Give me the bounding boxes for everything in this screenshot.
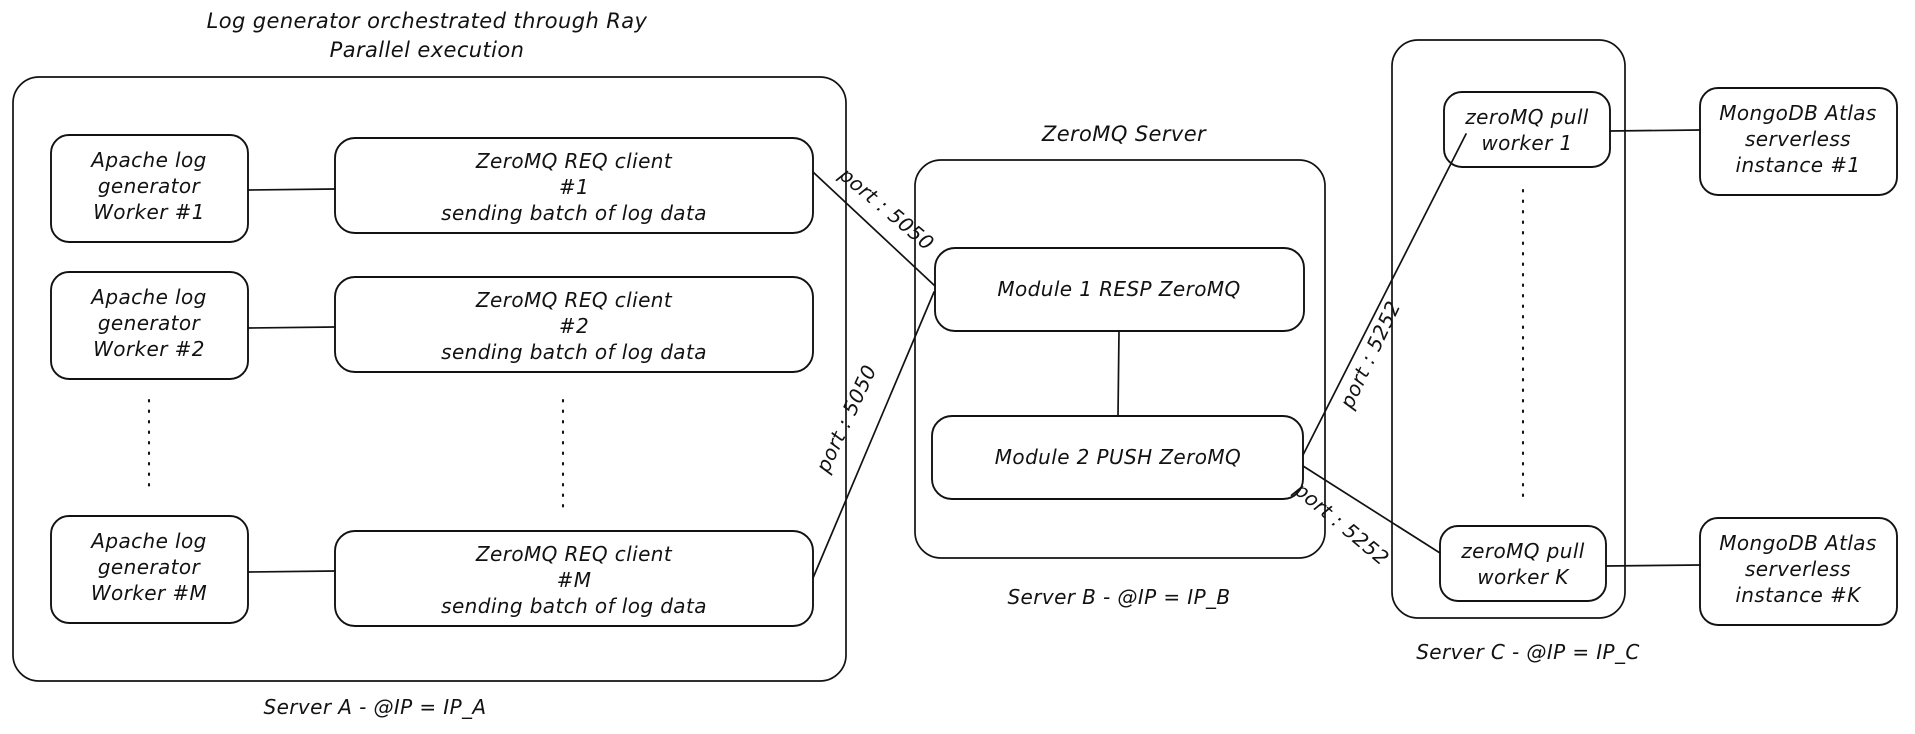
worker-2-line1: Apache log xyxy=(89,285,206,309)
server-c-label: Server C - @IP = IP_C xyxy=(1416,640,1640,664)
server-b-label: Server B - @IP = IP_B xyxy=(1007,585,1230,609)
req-client-2-line1: ZeroMQ REQ client xyxy=(475,288,673,312)
mongodb-box-1[interactable] xyxy=(1699,87,1898,196)
pull-worker-box-1[interactable] xyxy=(1443,91,1611,168)
pull-worker-k-line2: worker K xyxy=(1477,565,1570,589)
mongodb-k-line1: MongoDB Atlas xyxy=(1719,531,1877,555)
server-a-label: Server A - @IP = IP_A xyxy=(263,695,486,719)
pull-worker-1-line1: zeroMQ pull xyxy=(1464,105,1589,129)
worker-1-line2: generator xyxy=(98,174,202,198)
pull-worker-k-line1: zeroMQ pull xyxy=(1460,539,1585,563)
connector-clientM-module1 xyxy=(812,291,935,579)
server-c-container xyxy=(1391,39,1626,619)
worker-m-line3: Worker #M xyxy=(91,581,207,605)
server-b-container xyxy=(914,159,1326,559)
worker-2-line2: generator xyxy=(98,311,202,335)
connector-module1-module2 xyxy=(1117,330,1120,417)
mongodb-box-k[interactable] xyxy=(1699,517,1898,626)
diagram-title-line2: Parallel execution xyxy=(330,38,525,62)
connector-module2-pullworker1 xyxy=(1302,133,1467,456)
mongodb-k-line2: serverless xyxy=(1745,557,1851,581)
zeromq-server-title: ZeroMQ Server xyxy=(1041,122,1207,146)
connector-pullworker1-mongodb1 xyxy=(1609,129,1701,132)
worker-box-2[interactable] xyxy=(50,271,249,380)
mongodb-k-line3: instance #K xyxy=(1735,583,1862,607)
worker-1-line3: Worker #1 xyxy=(93,200,205,224)
req-client-m-line1: ZeroMQ REQ client xyxy=(475,542,673,566)
connector-pullworkerK-mongodbK xyxy=(1605,564,1701,567)
req-client-box-1[interactable] xyxy=(334,137,814,234)
req-client-1-line2: #1 xyxy=(559,175,589,199)
pull-worker-1-line2: worker 1 xyxy=(1481,131,1572,155)
module-2-label: Module 2 PUSH ZeroMQ xyxy=(995,445,1241,469)
port-label-push-top: port : 5252 xyxy=(1334,297,1405,413)
req-client-1-line1: ZeroMQ REQ client xyxy=(475,149,673,173)
req-client-box-2[interactable] xyxy=(334,276,814,373)
req-client-2-line2: #2 xyxy=(559,314,589,338)
module-1-label: Module 1 RESP ZeroMQ xyxy=(997,277,1240,301)
connector-worker2-client2 xyxy=(247,326,336,329)
worker-box-m[interactable] xyxy=(50,515,249,624)
connector-workerM-clientM xyxy=(247,570,336,573)
worker-box-1[interactable] xyxy=(50,134,249,243)
connector-module2-pullworkerK xyxy=(1302,465,1441,554)
req-client-1-line3: sending batch of log data xyxy=(441,201,707,225)
req-client-2-line3: sending batch of log data xyxy=(441,340,707,364)
pull-worker-box-k[interactable] xyxy=(1439,525,1607,602)
req-client-m-line3: sending batch of log data xyxy=(441,594,707,618)
worker-1-line1: Apache log xyxy=(89,148,206,172)
port-label-push-top-group: port : 5252 xyxy=(1334,297,1405,413)
mongodb-1-line1: MongoDB Atlas xyxy=(1719,101,1877,125)
worker-m-line2: generator xyxy=(98,555,202,579)
diagram-title-line1: Log generator orchestrated through Ray xyxy=(207,9,648,33)
connector-worker1-client1 xyxy=(247,188,336,191)
worker-m-line1: Apache log xyxy=(89,529,206,553)
connector-client1-module1 xyxy=(812,171,936,287)
mongodb-1-line2: serverless xyxy=(1745,127,1851,151)
server-a-container xyxy=(12,76,847,682)
req-client-m-line2: #M xyxy=(557,568,592,592)
worker-2-line3: Worker #2 xyxy=(93,337,205,361)
mongodb-1-line3: instance #1 xyxy=(1736,153,1861,177)
